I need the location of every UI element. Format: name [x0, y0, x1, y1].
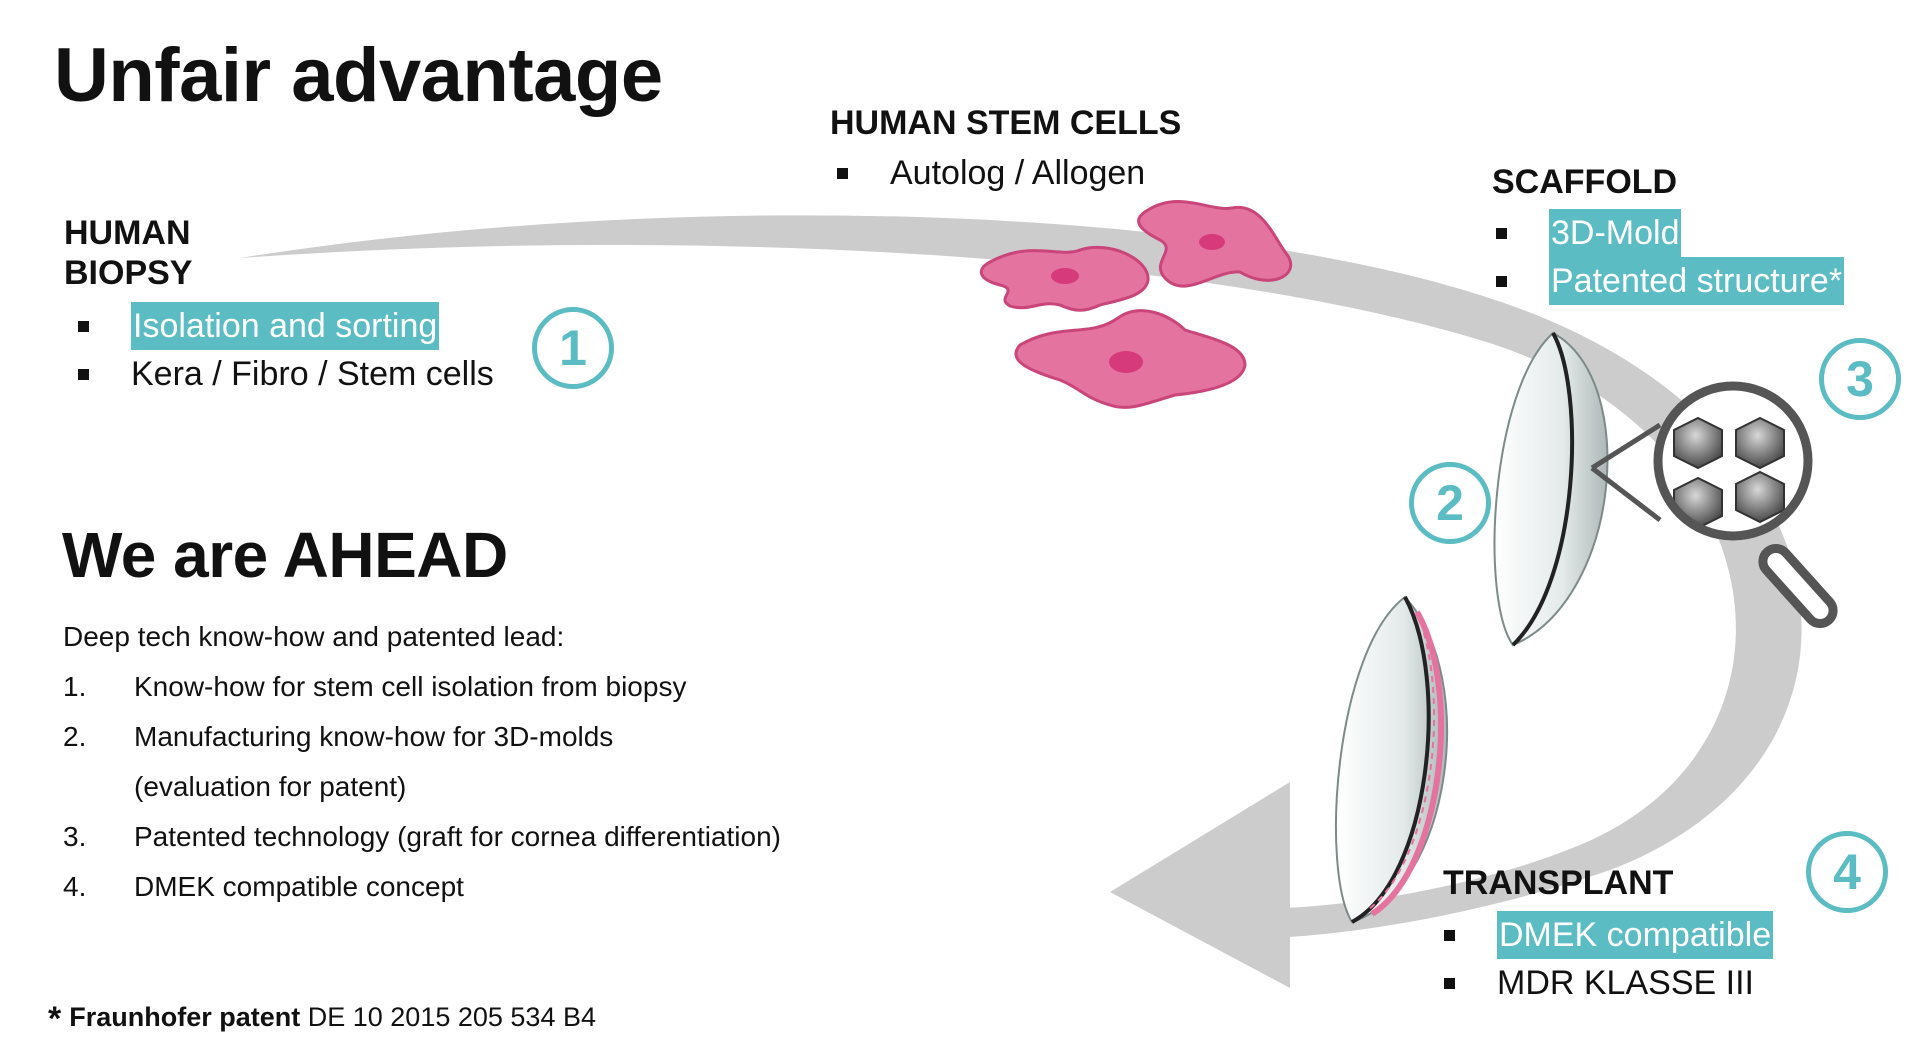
process-arrow-head [1110, 782, 1290, 988]
footnote: *Fraunhofer patent DE 10 2015 205 534 B4 [48, 1000, 596, 1039]
biopsy-item: Isolation and sorting [78, 302, 494, 350]
ahead-heading: We are AHEAD [62, 519, 508, 591]
ahead-intro: Deep tech know-how and patented lead: [63, 621, 565, 652]
footnote-bold: Fraunhofer patent [69, 1002, 301, 1032]
biopsy-heading-line1: HUMAN [64, 214, 191, 252]
bullet-square [78, 320, 89, 332]
step-badge-2: 2 [1409, 462, 1491, 544]
stem-cell-top [1137, 200, 1292, 288]
ahead-list-text: Patented technology (graft for cornea di… [134, 821, 781, 852]
ahead-list-item: 1. Know-how for stem cell isolation from… [63, 662, 781, 712]
ahead-list-number: 4. [63, 871, 87, 902]
transplant-lens [1335, 595, 1449, 924]
magnifier [1590, 381, 1838, 629]
biopsy-item-label: Kera / Fibro / Stem cells [131, 355, 494, 393]
ahead-list-text: (evaluation for patent) [134, 771, 407, 802]
bullet-square [837, 167, 848, 179]
ahead-section: Deep tech know-how and patented lead: 1.… [63, 612, 781, 912]
biopsy-item: Kera / Fibro / Stem cells [78, 350, 494, 398]
footnote-star: * [48, 1000, 62, 1038]
transplant-heading: TRANSPLANT [1443, 864, 1674, 902]
biopsy-item-label: Isolation and sorting [131, 302, 440, 350]
stem-cells-item-label: Autolog / Allogen [890, 154, 1146, 192]
step-badge-1: 1 [532, 307, 614, 389]
ahead-list-text: Manufacturing know-how for 3D-molds [134, 721, 614, 752]
ahead-list-item: 2. Manufacturing know-how for 3D-molds [63, 712, 781, 762]
stem-cells-list: Autolog / Allogen [837, 149, 1145, 197]
footnote-rest: DE 10 2015 205 534 B4 [300, 1002, 596, 1032]
ahead-list-item: 4. DMEK compatible concept [63, 862, 781, 912]
scaffold-heading: SCAFFOLD [1492, 163, 1678, 201]
ahead-list-number: 1. [63, 671, 87, 702]
biopsy-heading-line2: BIOPSY [64, 254, 193, 292]
transplant-item: DMEK compatible [1444, 911, 1774, 959]
bullet-square [1444, 929, 1455, 941]
ahead-list-text: Know-how for stem cell isolation from bi… [134, 671, 687, 702]
ahead-list-number [63, 762, 134, 812]
transplant-item: MDR KLASSE III [1444, 959, 1773, 1007]
biopsy-list: Isolation and sorting Kera / Fibro / Ste… [78, 302, 494, 398]
stem-cells-heading: HUMAN STEM CELLS [830, 104, 1182, 142]
step-badge-3: 3 [1819, 338, 1901, 420]
ahead-list-number: 2. [63, 721, 87, 752]
scaffold-lens [1493, 331, 1609, 647]
ahead-list-text: DMEK compatible concept [134, 871, 464, 902]
ahead-list-number: 3. [63, 821, 87, 852]
transplant-list: DMEK compatible MDR KLASSE III [1444, 911, 1774, 1007]
scaffold-item: Patented structure* [1496, 257, 1845, 305]
bullet-square [1496, 275, 1507, 287]
scaffold-item-label: 3D-Mold [1549, 209, 1682, 257]
stem-cell-middle [979, 245, 1150, 312]
bullet-square [78, 368, 89, 380]
step-badge-4: 4 [1806, 831, 1888, 913]
scaffold-item: 3D-Mold [1496, 209, 1844, 257]
stem-cells-item: Autolog / Allogen [837, 149, 1145, 197]
ahead-list-item: (evaluation for patent) [63, 762, 781, 812]
transplant-item-label: DMEK compatible [1497, 911, 1774, 959]
bullet-square [1444, 977, 1455, 989]
biopsy-heading: HUMAN BIOPSY [64, 213, 192, 293]
scaffold-list: 3D-Mold Patented structure* [1496, 209, 1845, 305]
ahead-list-item: 3. Patented technology (graft for cornea… [63, 812, 781, 862]
bullet-square [1496, 227, 1507, 239]
scaffold-item-label: Patented structure* [1549, 257, 1845, 305]
page-title: Unfair advantage [54, 33, 663, 118]
transplant-item-label: MDR KLASSE III [1497, 964, 1754, 1002]
stem-cell-bottom [1014, 309, 1247, 409]
